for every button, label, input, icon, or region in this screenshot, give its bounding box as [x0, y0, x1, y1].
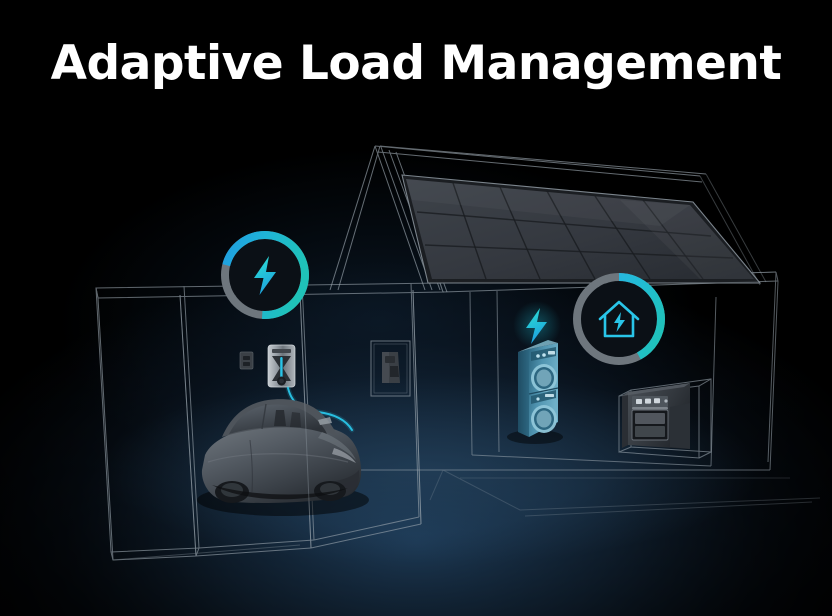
- charging-badge[interactable]: [216, 226, 314, 324]
- ev-charger[interactable]: [267, 344, 296, 388]
- charger-status-indicator: [280, 357, 283, 378]
- page-title: Adaptive Load Management: [50, 36, 782, 91]
- appliance-bolt: [513, 301, 561, 349]
- kitchen-oven: [622, 383, 690, 449]
- wall-outlet: [239, 351, 254, 370]
- home-energy-badge[interactable]: [567, 267, 671, 371]
